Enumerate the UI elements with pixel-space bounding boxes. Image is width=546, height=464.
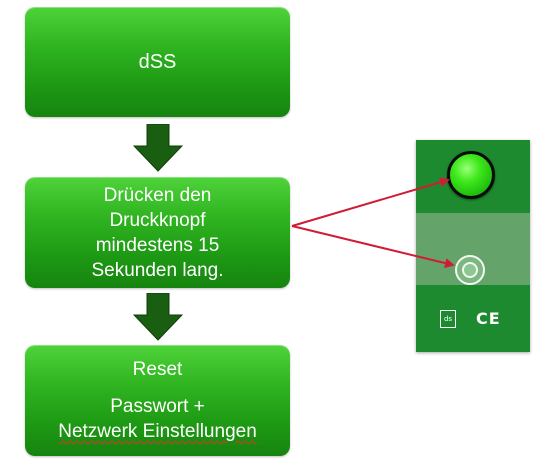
ds-logo-text: ds: [443, 314, 453, 323]
ds-logo-icon: ds: [440, 310, 456, 328]
step-reset-title: Reset: [132, 359, 183, 380]
down-arrow-icon: [133, 124, 183, 172]
step-press-line-4: Sekunden lang.: [91, 259, 224, 281]
step-dss-label: dSS: [138, 50, 177, 73]
pointer-to-button: [291, 225, 455, 268]
step-reset-line-2: Netzwerk Einstellungen: [58, 419, 257, 444]
ce-mark-icon: CE: [476, 309, 501, 328]
green-led-icon: [447, 151, 495, 199]
step-box-reset: Reset Passwort + Netzwerk Einstellungen: [25, 345, 290, 456]
step-box-press-button: Drücken den Druckknopf mindestens 15 Sek…: [25, 177, 290, 288]
step-press-line-2: Druckknopf: [109, 209, 206, 231]
step-press-line-1: Drücken den: [103, 184, 212, 206]
device-panel: ds CE: [416, 140, 530, 352]
step-box-dss: dSS: [25, 7, 290, 117]
pointer-to-led: [291, 177, 450, 227]
push-button-icon: [462, 262, 478, 278]
step-reset-line-1: Passwort +: [110, 396, 205, 417]
down-arrow-icon: [133, 293, 183, 341]
step-press-line-3: mindestens 15: [95, 234, 220, 256]
ce-mark-text: CE: [476, 309, 501, 328]
step-reset-line-2-text: Netzwerk Einstellungen: [58, 421, 257, 442]
